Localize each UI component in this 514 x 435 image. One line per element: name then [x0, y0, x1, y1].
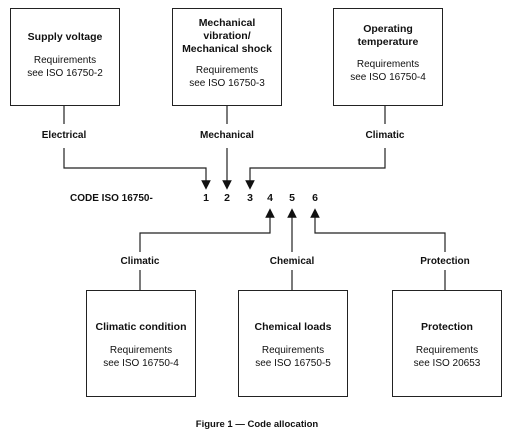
requirements-label: Requirements [261, 345, 325, 356]
box-title: Operating temperature [357, 23, 419, 48]
label-mechanical: Mechanical [200, 130, 254, 141]
label-protection: Protection [420, 256, 470, 267]
box-title: Mechanical vibration/ Mechanical shock [182, 17, 272, 55]
chemical-loads-box: Chemical loads Requirements see ISO 1675… [238, 290, 348, 397]
operating-temperature-box: Operating temperature Requirements see I… [333, 8, 443, 106]
requirements-label: Requirements [195, 65, 259, 76]
label-climatic-top: Climatic [365, 130, 405, 141]
code-digit-4: 4 [267, 192, 273, 204]
code-digit-1: 1 [203, 192, 209, 204]
box-requirements: Requirements see ISO 16750-3 [173, 64, 281, 90]
label-chemical: Chemical [269, 256, 315, 267]
box-title: Supply voltage [27, 31, 103, 43]
code-digit-3: 3 [247, 192, 253, 204]
climatic-condition-box: Climatic condition Requirements see ISO … [86, 290, 196, 397]
figure-caption: Figure 1 — Code allocation [195, 419, 319, 430]
box-requirements: Requirements see ISO 16750-5 [239, 344, 347, 370]
box-title: Climatic condition [95, 321, 187, 333]
label-climatic-bottom: Climatic [120, 256, 160, 267]
code-digit-5: 5 [289, 192, 295, 204]
mechanical-box: Mechanical vibration/ Mechanical shock R… [172, 8, 282, 106]
box-requirements: Requirements see ISO 16750-4 [87, 344, 195, 370]
box-title: Chemical loads [254, 321, 332, 333]
box-requirements: Requirements see ISO 16750-4 [334, 58, 442, 84]
requirements-label: Requirements [356, 59, 420, 70]
requirements-reference: see ISO 16750-4 [103, 358, 179, 369]
requirements-label: Requirements [109, 345, 173, 356]
supply-voltage-box: Supply voltage Requirements see ISO 1675… [10, 8, 120, 106]
label-electrical: Electrical [41, 130, 87, 141]
requirements-reference: see ISO 16750-5 [255, 358, 331, 369]
requirements-reference: see ISO 16750-3 [189, 78, 265, 89]
requirements-reference: see ISO 16750-4 [350, 72, 426, 83]
arrow-climatic-to-3 [245, 148, 386, 190]
requirements-label: Requirements [415, 345, 479, 356]
code-label: CODE ISO 16750- [70, 193, 153, 204]
arrow-protection-to-6 [310, 208, 446, 252]
code-digit-2: 2 [224, 192, 230, 204]
protection-box: Protection Requirements see ISO 20653 [392, 290, 502, 397]
requirements-reference: see ISO 16750-2 [27, 68, 103, 79]
arrow-electrical-to-1 [63, 148, 211, 190]
requirements-label: Requirements [33, 55, 97, 66]
code-digit-6: 6 [312, 192, 318, 204]
requirements-reference: see ISO 20653 [413, 358, 481, 369]
box-requirements: Requirements see ISO 16750-2 [11, 54, 119, 80]
arrow-climatic-to-4 [139, 208, 275, 252]
box-title: Protection [421, 321, 473, 333]
box-requirements: Requirements see ISO 20653 [393, 344, 501, 370]
